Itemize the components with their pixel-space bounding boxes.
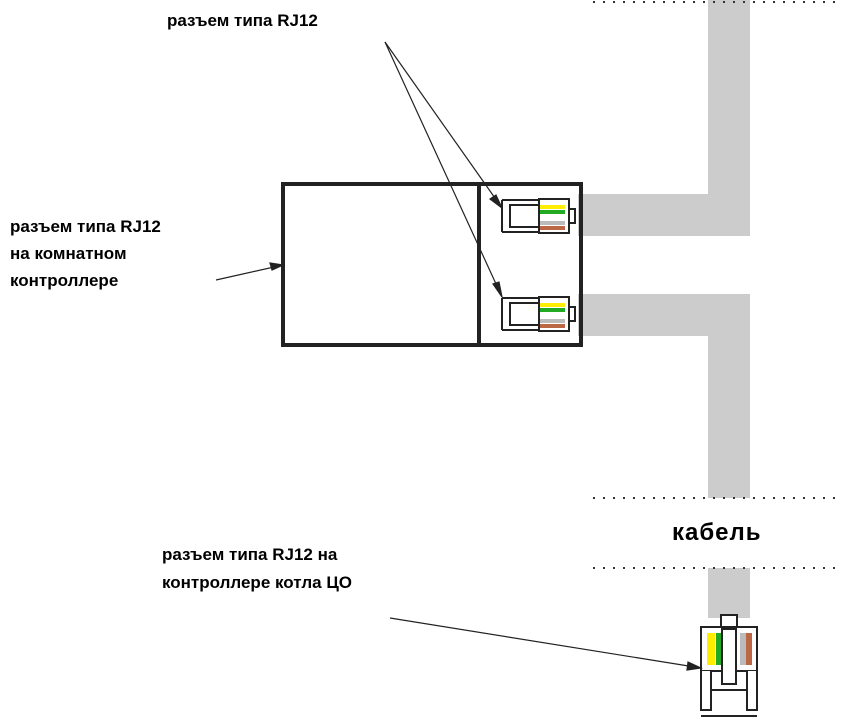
cable — [578, 0, 750, 618]
label-room-controller-line1: разъем типа RJ12 — [10, 217, 161, 236]
cable-vertical-bottom — [708, 568, 750, 618]
cable-branch-upper — [578, 194, 750, 236]
cable-break-markers — [593, 1, 842, 569]
arrow-to-upper-plug — [384, 41, 503, 209]
label-boiler-line2: контроллере котла ЦО — [162, 573, 352, 592]
rj12-plug-upper — [501, 198, 576, 234]
arrow-to-boiler-plug — [389, 617, 702, 669]
label-cable: кабель — [672, 519, 762, 546]
arrow-to-lower-plug — [384, 41, 503, 298]
label-rj12-top: разъем типа RJ12 — [167, 11, 318, 30]
rj12-plug-lower — [501, 296, 576, 332]
label-boiler-line1: разъем типа RJ12 на — [162, 545, 338, 564]
label-room-controller-line3: контроллере — [10, 271, 119, 290]
label-room-controller-line2: на комнатном — [10, 244, 127, 263]
pointer-arrows — [215, 41, 704, 671]
rj12-plug-boiler — [700, 614, 758, 717]
cable-vertical-lower — [708, 294, 750, 498]
